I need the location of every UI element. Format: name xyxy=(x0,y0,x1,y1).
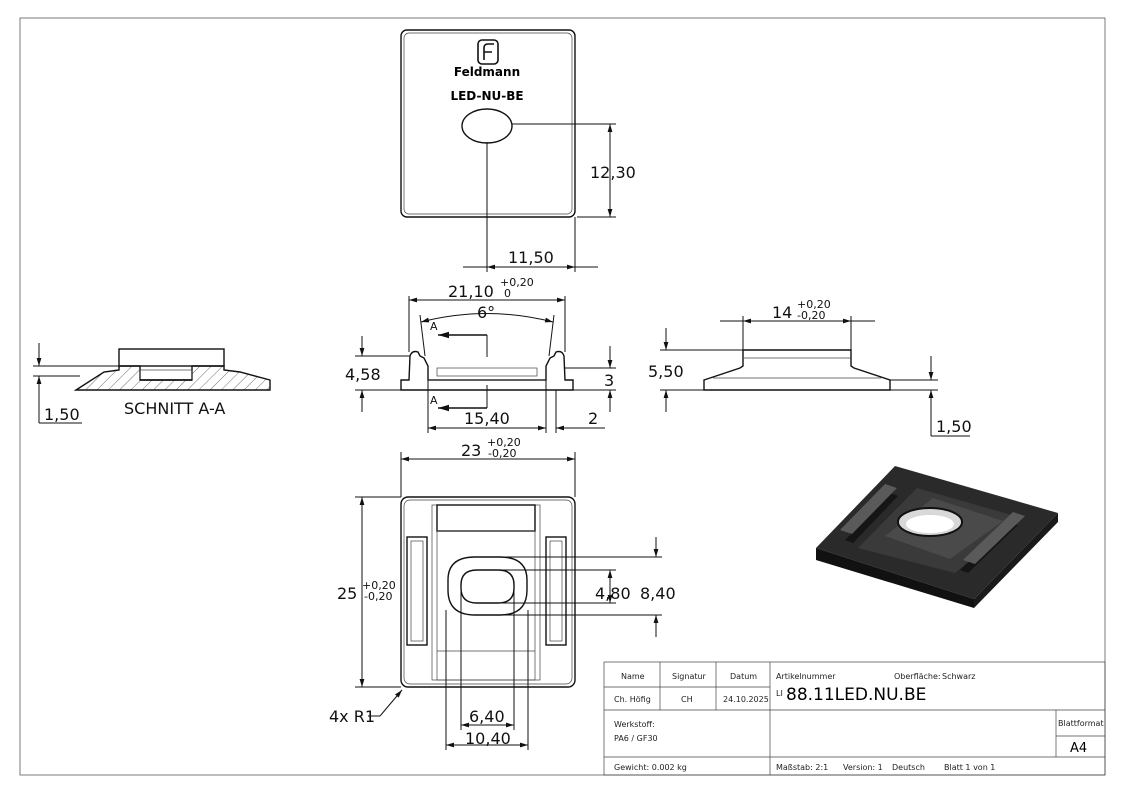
dim-outer-width: 10,40 xyxy=(465,729,511,748)
dim-bottom-width-tol-low: -0,20 xyxy=(488,447,516,460)
dim-side-width-tol-up: +0,20 xyxy=(797,298,831,311)
section-mark-top: A xyxy=(430,320,438,333)
dim-side-width-tol-low: -0,20 xyxy=(797,309,825,322)
tb-format-label: Blattformat xyxy=(1058,719,1104,728)
tb-article-number: 88.11LED.NU.BE xyxy=(786,685,926,705)
tb-article-label: Artikelnummer xyxy=(776,672,836,681)
dim-bottom-height-tol-up: +0,20 xyxy=(362,579,396,592)
side-view: 14 +0,20 -0,20 5,50 1,50 xyxy=(648,298,972,437)
dim-top-width: 11,50 xyxy=(508,248,554,267)
top-view-hole xyxy=(461,108,513,144)
dim-front-inner-width: 15,40 xyxy=(464,409,510,428)
dim-front-width: 21,10 xyxy=(448,282,494,301)
tb-surface: Schwarz xyxy=(942,672,975,681)
dim-hole-width: 6,40 xyxy=(469,707,505,726)
dim-outer-height: 8,40 xyxy=(640,584,676,603)
tb-header-signature: Signatur xyxy=(672,672,707,681)
tb-article-prefix: LI xyxy=(776,689,783,698)
dim-section-base: 1,50 xyxy=(44,405,80,424)
dim-front-width-tol-low: 0 xyxy=(504,287,511,300)
dim-front-left-height: 4,58 xyxy=(345,365,381,384)
tb-header-date: Datum xyxy=(730,672,757,681)
logo-product-code: LED-NU-BE xyxy=(450,89,523,103)
dim-top-height: 12,30 xyxy=(590,163,636,182)
logo-brand: Feldmann xyxy=(454,65,520,79)
tb-material-label: Werkstoff: xyxy=(614,720,655,729)
tb-header-name: Name xyxy=(621,672,645,681)
front-view: 21,10 +0,20 0 6° A A 4,58 3 15,40 xyxy=(345,276,616,433)
tb-sheet: Blatt 1 von 1 xyxy=(944,763,995,772)
tb-format: A4 xyxy=(1070,741,1087,756)
dim-hole-height: 4,80 xyxy=(595,584,631,603)
tb-material: PA6 / GF30 xyxy=(614,734,658,743)
dim-radius: 4x R1 xyxy=(329,707,375,726)
tb-scale: Maßstab: 2:1 xyxy=(776,763,828,772)
dim-front-right-height: 3 xyxy=(604,371,614,390)
section-mark-bottom: A xyxy=(430,394,438,407)
dim-side-width: 14 xyxy=(772,303,792,322)
title-block: Name Signatur Datum Ch. Höfig CH 24.10.2… xyxy=(603,661,1106,776)
sheet-border xyxy=(19,17,1106,776)
dim-bottom-height-tol-low: -0,20 xyxy=(364,590,392,603)
dim-angle: 6° xyxy=(477,303,495,322)
bottom-view: 23 +0,20 -0,20 25 +0,20 -0,20 4,80 8,40 … xyxy=(329,436,676,750)
tb-version: Version: 1 xyxy=(843,763,883,772)
tb-name: Ch. Höfig xyxy=(614,695,651,704)
dim-bottom-width: 23 xyxy=(461,441,481,460)
section-view: 1,50 SCHNITT A-A xyxy=(33,343,271,424)
dim-front-right-small: 2 xyxy=(588,409,598,428)
dim-bottom-width-tol-up: +0,20 xyxy=(487,436,521,449)
dim-front-width-tol-up: +0,20 xyxy=(500,276,534,289)
tb-surface-label: Oberfläche: xyxy=(894,672,941,681)
tb-weight: Gewicht: 0.002 kg xyxy=(614,763,687,772)
tb-date: 24.10.2025 xyxy=(723,695,769,704)
dim-bottom-height: 25 xyxy=(337,584,357,603)
isometric-render xyxy=(816,466,1058,608)
dim-side-height: 5,50 xyxy=(648,362,684,381)
top-view: Feldmann LED-NU-BE 12,30 11,50 xyxy=(400,29,636,272)
tb-signature: CH xyxy=(681,695,693,704)
dim-side-base: 1,50 xyxy=(936,417,972,436)
feldmann-logo-icon xyxy=(477,39,499,65)
tb-language: Deutsch xyxy=(892,763,925,772)
section-label: SCHNITT A-A xyxy=(124,399,225,418)
